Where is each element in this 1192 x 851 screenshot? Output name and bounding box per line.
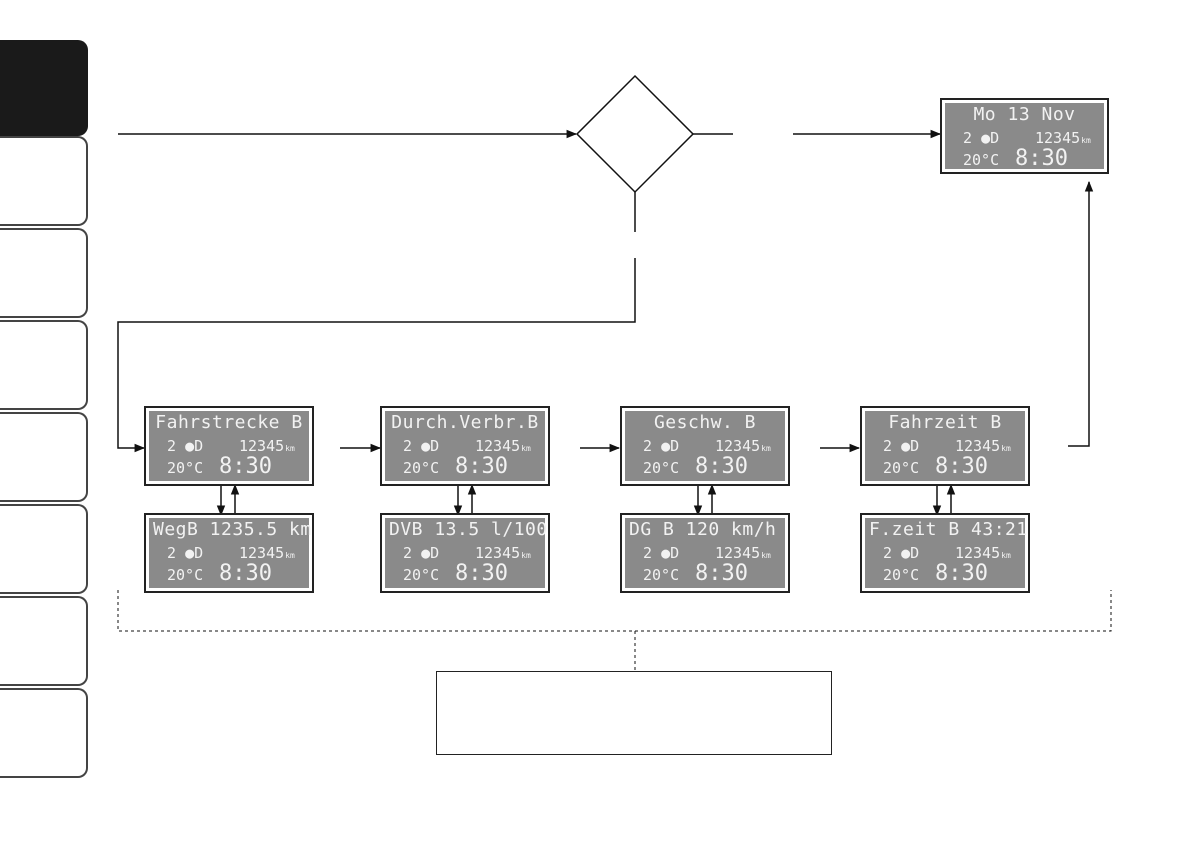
odometer: 12345km	[955, 544, 1011, 562]
detail-display-1: WegB 1235.5 km 2 ●D 12345km 20°C 8:30	[144, 513, 314, 593]
clock: 8:30	[219, 454, 272, 479]
trip-display-title: Geschw. B	[653, 412, 757, 433]
odometer: 12345km	[1035, 129, 1091, 147]
temperature: 20°C	[643, 566, 680, 584]
headlight-icon: ●D	[981, 129, 1000, 147]
headlight-icon: ●D	[185, 544, 204, 562]
temperature: 20°C	[403, 566, 440, 584]
detail-display-value: F.zeit B 43:21	[869, 519, 1028, 540]
odometer: 12345km	[715, 544, 771, 562]
decision-diamond	[575, 74, 695, 194]
side-tab-5[interactable]	[0, 412, 88, 502]
clock: 8:30	[935, 454, 988, 479]
detail-display-value: DVB 13.5 l/100	[389, 519, 548, 540]
temperature: 20°C	[643, 459, 680, 477]
detail-display-3: DG B 120 km/h 2 ●D 12345km 20°C 8:30	[620, 513, 790, 593]
clock: 8:30	[1015, 146, 1068, 171]
headlight-icon: ●D	[661, 544, 680, 562]
gear-indicator: 2 ●D	[403, 437, 440, 455]
trip-display-title: Fahrzeit B	[888, 412, 1002, 433]
to-trip-display-arrow	[117, 258, 636, 453]
side-tab-2[interactable]	[0, 136, 88, 226]
side-tab-4[interactable]	[0, 320, 88, 410]
trip-display-2: Durch.Verbr.B 2 ●D 12345km 20°C 8:30	[380, 406, 550, 486]
odometer: 12345km	[475, 437, 531, 455]
clock: 8:30	[219, 561, 272, 586]
temperature: 20°C	[167, 459, 204, 477]
side-tab-8[interactable]	[0, 688, 88, 778]
headlight-icon: ●D	[421, 544, 440, 562]
odometer: 12345km	[955, 437, 1011, 455]
headlight-icon: ●D	[901, 544, 920, 562]
clock: 8:30	[455, 561, 508, 586]
gear-indicator: 2 ●D	[167, 544, 204, 562]
side-tab-3[interactable]	[0, 228, 88, 318]
side-tab-7[interactable]	[0, 596, 88, 686]
clock: 8:30	[935, 561, 988, 586]
temperature: 20°C	[403, 459, 440, 477]
note-box	[436, 671, 832, 755]
gear-indicator: 2 ●D	[963, 129, 1000, 147]
odometer: 12345km	[239, 437, 295, 455]
gear-indicator: 2 ●D	[883, 544, 920, 562]
date-display-title: Mo 13 Nov	[973, 104, 1076, 125]
dashed-bracket	[117, 590, 1112, 671]
trip-display-4: Fahrzeit B 2 ●D 12345km 20°C 8:30	[860, 406, 1030, 486]
headlight-icon: ●D	[661, 437, 680, 455]
side-tab-strip	[0, 40, 90, 790]
headlight-icon: ●D	[901, 437, 920, 455]
date-display: Mo 13 Nov 2 ●D 12345km 20°C 8:30	[940, 98, 1109, 174]
trip-display-title: Fahrstrecke B	[155, 412, 303, 433]
odometer: 12345km	[475, 544, 531, 562]
gear-indicator: 2 ●D	[643, 544, 680, 562]
return-arrow	[1068, 180, 1094, 447]
clock: 8:30	[455, 454, 508, 479]
detail-display-value: DG B 120 km/h	[629, 519, 777, 540]
detail-display-4: F.zeit B 43:21 2 ●D 12345km 20°C 8:30	[860, 513, 1030, 593]
temperature: 20°C	[883, 459, 920, 477]
temperature: 20°C	[963, 151, 1000, 169]
headlight-icon: ●D	[185, 437, 204, 455]
clock: 8:30	[695, 454, 748, 479]
odometer: 12345km	[239, 544, 295, 562]
detail-display-2: DVB 13.5 l/100 2 ●D 12345km 20°C 8:30	[380, 513, 550, 593]
gear-indicator: 2 ●D	[167, 437, 204, 455]
headlight-icon: ●D	[421, 437, 440, 455]
gear-indicator: 2 ●D	[883, 437, 920, 455]
detail-display-value: WegB 1235.5 km	[153, 519, 312, 540]
gear-indicator: 2 ●D	[403, 544, 440, 562]
clock: 8:30	[695, 561, 748, 586]
temperature: 20°C	[167, 566, 204, 584]
temperature: 20°C	[883, 566, 920, 584]
gear-indicator: 2 ●D	[643, 437, 680, 455]
side-tab-1[interactable]	[0, 40, 88, 136]
trip-display-1: Fahrstrecke B 2 ●D 12345km 20°C 8:30	[144, 406, 314, 486]
side-tab-6[interactable]	[0, 504, 88, 594]
trip-display-title: Durch.Verbr.B	[391, 412, 539, 433]
odometer: 12345km	[715, 437, 771, 455]
trip-display-3: Geschw. B 2 ●D 12345km 20°C 8:30	[620, 406, 790, 486]
